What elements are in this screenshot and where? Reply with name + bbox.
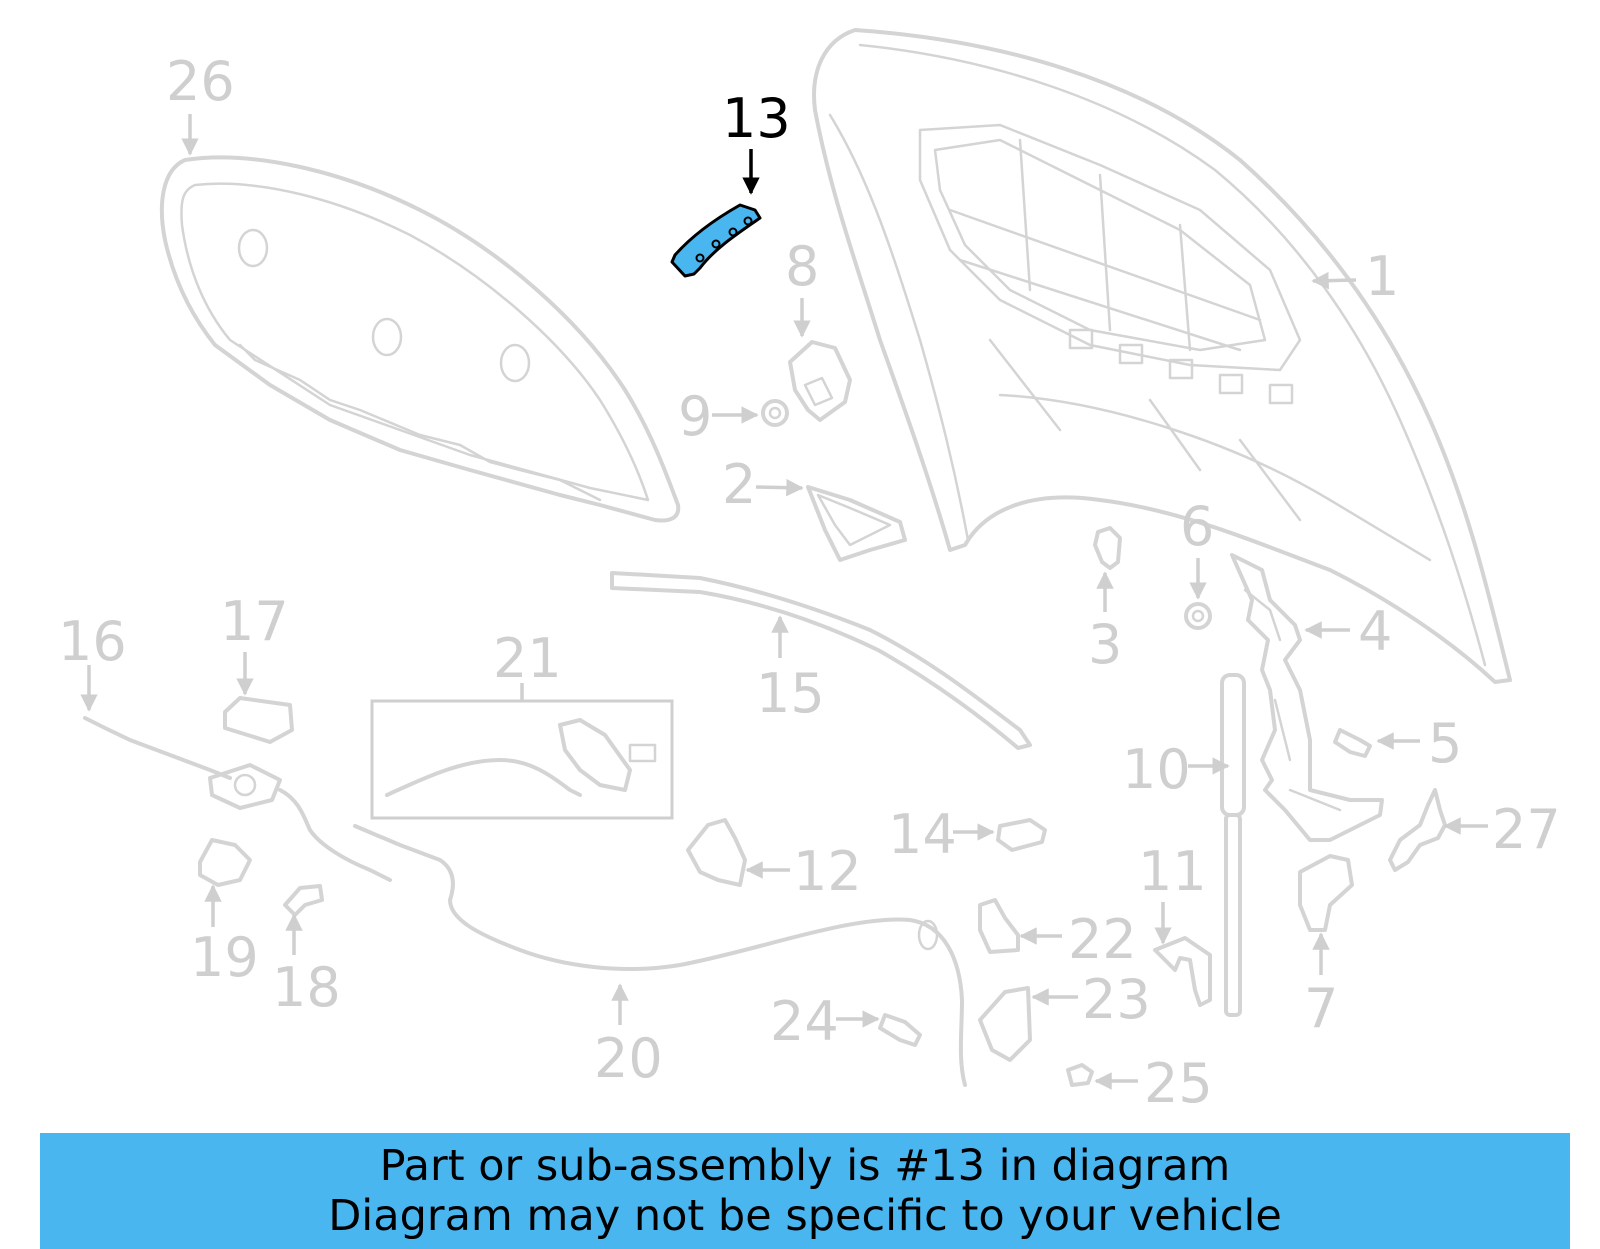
callouts: 26 13 1 8 9 2 15 3 6 4 5 10 27 [58, 50, 1561, 1115]
callout-2: 2 [722, 453, 756, 516]
part-5-bolt [1333, 728, 1372, 758]
part-18-clip [283, 884, 324, 917]
callout-5: 5 [1428, 712, 1462, 775]
callout-20: 20 [594, 1027, 663, 1090]
callout-25: 25 [1144, 1052, 1213, 1115]
callout-22: 22 [1068, 908, 1137, 971]
part-22-bracket [978, 898, 1020, 954]
callout-27: 27 [1492, 798, 1561, 861]
part-2-bumper [806, 485, 907, 562]
callout-24: 24 [770, 990, 839, 1053]
callout-21: 21 [493, 627, 562, 690]
callout-11: 11 [1138, 840, 1207, 903]
callout-16: 16 [58, 610, 127, 673]
part-16-cable [83, 716, 232, 780]
part-19-bracket [198, 838, 252, 887]
part-14-pad [996, 818, 1047, 852]
callout-10: 10 [1122, 738, 1191, 801]
part-15-weatherstrip [610, 571, 1032, 750]
callout-26: 26 [166, 50, 235, 113]
callout-arrow-2 [755, 478, 804, 497]
part-12-latch [686, 818, 747, 887]
part-11-bracket [1153, 936, 1212, 1007]
callout-15: 15 [756, 662, 825, 725]
part-3-bumper-stop [1093, 526, 1122, 570]
callout-18: 18 [272, 956, 341, 1019]
banner-line-1: Part or sub-assembly is #13 in diagram [379, 1141, 1231, 1191]
part-24-bolt [878, 1013, 922, 1047]
part-8-bracket [788, 340, 852, 422]
callout-9: 9 [678, 385, 712, 448]
callout-4: 4 [1358, 600, 1392, 663]
callout-3: 3 [1088, 613, 1122, 676]
part-25-clip [1066, 1063, 1094, 1087]
callout-23: 23 [1082, 968, 1151, 1031]
part-4-hinge [1230, 553, 1384, 842]
callout-17: 17 [220, 590, 289, 653]
callout-14: 14 [888, 803, 957, 866]
info-banner: Part or sub-assembly is #13 in diagram D… [40, 1133, 1570, 1249]
part-7-bracket [1298, 854, 1354, 932]
part-26-hood-insulator [159, 155, 681, 523]
part-9-nut [761, 399, 789, 427]
part-1-hood-panel [812, 28, 1512, 684]
part-23-bracket [978, 986, 1032, 1062]
callout-19: 19 [190, 926, 259, 989]
part-13-highlighted [670, 203, 762, 278]
part-6-nut [1184, 602, 1212, 630]
callout-12: 12 [793, 840, 862, 903]
callout-6: 6 [1180, 495, 1214, 558]
callout-7: 7 [1304, 977, 1338, 1040]
part-20-release-cable [208, 763, 967, 1087]
callout-1: 1 [1365, 245, 1399, 308]
part-21-kit-box [370, 699, 674, 820]
part-27-sensor [1388, 788, 1447, 872]
part-10-gas-strut [1220, 673, 1246, 1017]
callout-13: 13 [722, 87, 791, 150]
banner-line-2: Diagram may not be specific to your vehi… [328, 1191, 1282, 1241]
callout-8: 8 [785, 235, 819, 298]
callout-arrow-1 [1311, 271, 1357, 290]
part-17-pad [223, 696, 294, 744]
